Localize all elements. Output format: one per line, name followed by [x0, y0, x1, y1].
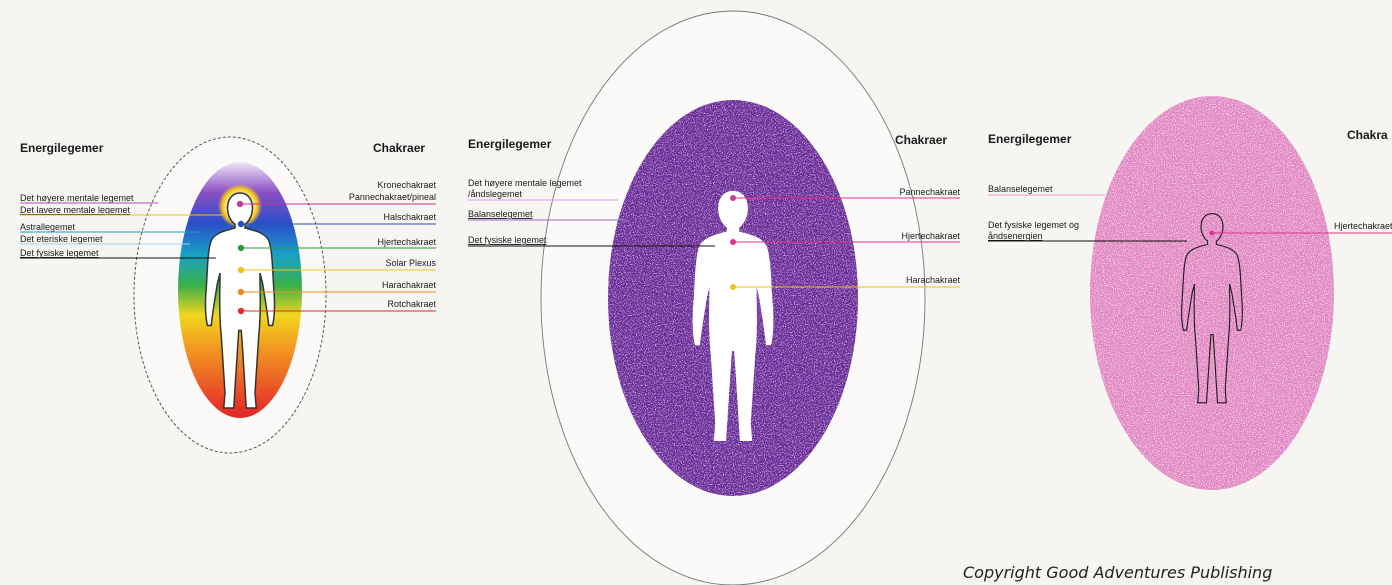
label-physical-body-2: Det fysiske legemet [468, 235, 547, 245]
panel-3: Energilegemer Chakra Balanselegemet Det … [988, 96, 1392, 490]
label-heart-chakra-3: Hjertechakraet [1334, 221, 1392, 231]
label-higher-mental-body-2: Det høyere mentale legemet [468, 178, 582, 188]
label-throat-chakra: Halschakraet [383, 212, 436, 222]
label-lower-mental-body: Det lavere mentale legemet [20, 205, 131, 215]
chakras-heading: Chakraer [373, 141, 425, 155]
label-heart-chakra-2: Hjertechakraet [901, 231, 960, 241]
label-hara-chakra: Harachakraet [382, 280, 437, 290]
label-balance-body: Balanselegemet [468, 209, 533, 219]
label-brow-chakra-2: Pannechakraet [899, 187, 960, 197]
label-brow-chakra: Pannechakraet/pineal [349, 192, 436, 202]
label-crown-chakra: Kronechakraet [377, 180, 436, 190]
label-solar-plexus: Solar Plexus [385, 258, 436, 268]
energy-bodies-heading: Energilegemer [20, 141, 104, 155]
label-physical-body: Det fysiske legemet [20, 248, 99, 258]
label-etheric-body: Det eteriske legemet [20, 234, 103, 244]
pink-aura [1090, 96, 1334, 490]
chakras-heading-2: Chakraer [895, 133, 947, 147]
label-heart-chakra: Hjertechakraet [377, 237, 436, 247]
label-balance-body-3: Balanselegemet [988, 184, 1053, 194]
chakra-heading-3: Chakra [1347, 128, 1388, 142]
label-root-chakra: Rotchakraet [387, 299, 436, 309]
label-hara-chakra-2: Harachakraet [906, 275, 961, 285]
label-physical-and-spirit: Det fysiske legemet og [988, 220, 1079, 230]
label-spirit-energy: åndsenergien [988, 231, 1043, 241]
panel-2: Energilegemer Chakraer Det høyere mental… [468, 11, 960, 585]
panel-1: Energilegemer Chakraer Det høyere mental… [20, 137, 436, 453]
energy-bodies-heading-3: Energilegemer [988, 132, 1072, 146]
copyright-notice: Copyright Good Adventures Publishing [963, 563, 1272, 582]
label-astral-body: Astrallegemet [20, 222, 76, 232]
energy-bodies-heading-2: Energilegemer [468, 137, 552, 151]
label-higher-mental-body: Det høyere mentale legemet [20, 193, 134, 203]
label-spirit-body: /åndslegemet [468, 189, 523, 199]
